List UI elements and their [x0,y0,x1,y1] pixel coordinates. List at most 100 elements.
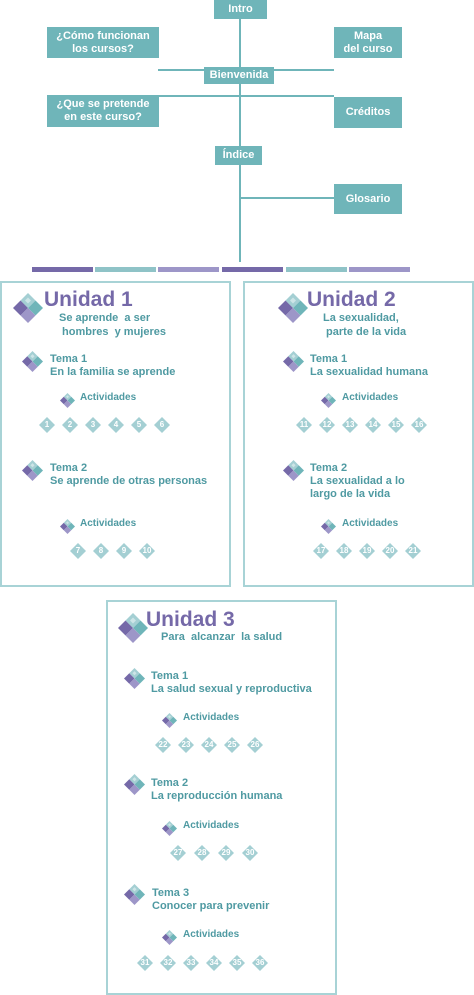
activity-number-label: 25 [227,740,237,749]
activity-number-label: 12 [322,420,332,429]
activity-number-button[interactable]: 23 [178,737,194,753]
unit-logo-icon [278,293,308,323]
activity-number-button[interactable]: 9 [116,543,132,559]
unit-title: Unidad 1 [44,288,133,311]
activity-number-button[interactable]: 36 [252,955,268,971]
activity-number-button[interactable]: 17 [313,543,329,559]
topic-title-link[interactable]: Tema 2 Se aprende de otras personas [50,462,208,487]
activity-number-button[interactable]: 18 [336,543,352,559]
activity-number-button[interactable]: 10 [139,543,155,559]
unit-logo-icon [118,613,148,643]
activity-number-label: 22 [158,740,168,749]
unit-3-panel [106,600,337,995]
divider-stripe [349,267,410,272]
activity-number-label: 10 [142,546,152,555]
activity-number-button[interactable]: 19 [359,543,375,559]
activity-number-label: 17 [316,546,326,555]
divider-stripe [95,267,156,272]
indice-button[interactable]: Índice [215,146,262,165]
activity-number-button[interactable]: 24 [201,737,217,753]
activities-icon [321,393,336,408]
bienvenida-button[interactable]: Bienvenida [204,67,274,84]
activity-number-label: 30 [245,848,255,857]
activity-number-button[interactable]: 12 [319,417,335,433]
activity-number-button[interactable]: 25 [224,737,240,753]
activity-number-label: 19 [362,546,372,555]
activity-number-button[interactable]: 13 [342,417,358,433]
activity-number-label: 13 [345,420,355,429]
topic-icon [124,668,145,689]
activity-number-button[interactable]: 35 [229,955,245,971]
activity-number-label: 1 [44,420,50,429]
activity-number-label: 5 [136,420,142,429]
divider-stripe [32,267,93,272]
topic-title-link[interactable]: Tema 2 La reproducción humana [151,777,283,802]
main-connector-line [239,18,241,262]
topic-icon [22,460,43,481]
activity-number-button[interactable]: 30 [242,845,258,861]
activity-number-label: 6 [159,420,165,429]
activity-number-button[interactable]: 31 [137,955,153,971]
activity-number-button[interactable]: 27 [170,845,186,861]
creditos-button[interactable]: Créditos [334,97,402,128]
glosario-button[interactable]: Glosario [334,184,402,214]
topic-title-link[interactable]: Tema 1 La sexualidad humana [310,353,428,378]
activity-number-button[interactable]: 1 [39,417,55,433]
activity-number-button[interactable]: 32 [160,955,176,971]
activity-number-label: 33 [186,958,196,967]
activity-number-button[interactable]: 26 [247,737,263,753]
activity-number-label: 11 [299,420,309,429]
intro-button[interactable]: Intro [214,0,267,19]
activity-number-button[interactable]: 6 [154,417,170,433]
activity-number-button[interactable]: 33 [183,955,199,971]
activities-icon [162,713,177,728]
branch-line-glosario [240,197,334,199]
unit-subtitle: La sexualidad, parte de la vida [323,312,407,338]
activity-number-label: 21 [408,546,418,555]
topic-title-link[interactable]: Tema 1 La salud sexual y reproductiva [151,670,312,695]
que-se-pretende-button[interactable]: ¿Que se pretende en este curso? [47,95,159,127]
activity-number-button[interactable]: 11 [296,417,312,433]
activity-number-label: 35 [232,958,242,967]
activity-number-label: 23 [181,740,191,749]
activity-number-button[interactable]: 28 [194,845,210,861]
activity-number-label: 29 [221,848,231,857]
unit-logo-icon [13,293,43,323]
activity-number-button[interactable]: 4 [108,417,124,433]
activities-icon [162,821,177,836]
como-funcionan-button[interactable]: ¿Cómo funcionan los cursos? [47,27,159,58]
topic-title-link[interactable]: Tema 1 En la familia se aprende [50,353,176,378]
mapa-curso-button[interactable]: Mapa del curso [334,27,402,58]
activity-number-label: 20 [385,546,395,555]
activity-number-label: 34 [209,958,219,967]
topic-title-link[interactable]: Tema 3 Conocer para prevenir [152,887,270,912]
activity-number-label: 26 [250,740,260,749]
activity-number-button[interactable]: 22 [155,737,171,753]
divider-stripe [158,267,219,272]
activity-number-button[interactable]: 21 [405,543,421,559]
unit-subtitle: Se aprende a ser hombres y mujeres [59,312,166,338]
activity-number-label: 28 [197,848,207,857]
activity-number-button[interactable]: 2 [62,417,78,433]
activity-number-label: 3 [90,420,96,429]
topic-title-link[interactable]: Tema 2 La sexualidad a lo largo de la vi… [310,462,405,500]
activity-number-button[interactable]: 3 [85,417,101,433]
activity-number-button[interactable]: 5 [131,417,147,433]
activity-number-button[interactable]: 15 [388,417,404,433]
activity-number-button[interactable]: 16 [411,417,427,433]
topic-icon [124,884,145,905]
activity-number-label: 32 [163,958,173,967]
activity-number-button[interactable]: 7 [70,543,86,559]
branch-line-bottom [158,95,334,97]
activity-number-label: 8 [98,546,104,555]
activity-number-button[interactable]: 14 [365,417,381,433]
topic-icon [283,351,304,372]
activities-label: Actividades [80,518,137,529]
activity-number-button[interactable]: 20 [382,543,398,559]
activity-number-button[interactable]: 29 [218,845,234,861]
activity-number-button[interactable]: 8 [93,543,109,559]
divider-stripe [286,267,347,272]
activities-icon [321,519,336,534]
activity-number-button[interactable]: 34 [206,955,222,971]
activities-icon [60,519,75,534]
